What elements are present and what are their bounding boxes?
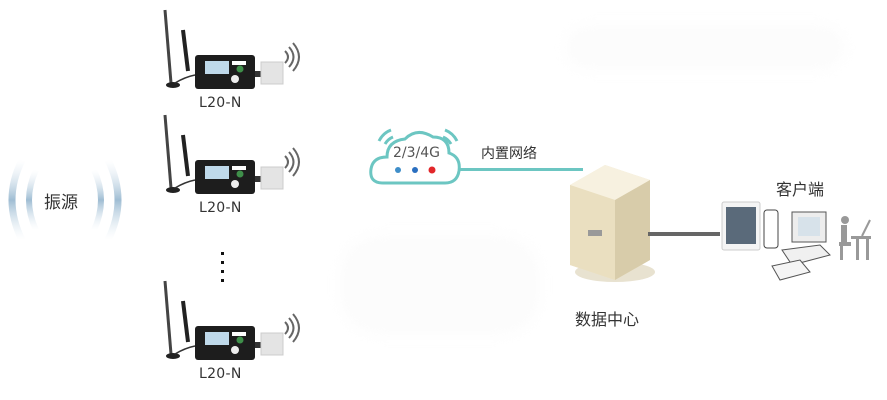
phone-icon: [763, 209, 779, 249]
data-logger-icon: [163, 280, 300, 360]
vibration-source-label: 振源: [44, 193, 78, 213]
china-mobile-logo: [395, 167, 401, 173]
vibration-source: 振源: [0, 150, 130, 250]
desktop-computer-icon: [771, 211, 831, 281]
user-at-desk-icon: [839, 216, 871, 260]
device-model-label: L20-N: [199, 95, 242, 111]
network-link-line: [458, 168, 583, 171]
data-center-label: 数据中心: [575, 310, 640, 329]
background-shape: [565, 25, 845, 70]
device-l20n: L20-N: [155, 110, 305, 220]
client-devices: [720, 200, 887, 285]
more-devices-ellipsis: [221, 252, 225, 288]
server-icon: [570, 165, 655, 282]
data-logger-icon: [163, 9, 300, 89]
tablet-icon: [721, 201, 761, 251]
device-model-label: L20-N: [199, 200, 242, 216]
device-l20n: L20-N: [155, 5, 305, 115]
background-shape: [340, 235, 540, 335]
china-telecom-logo: [412, 167, 418, 173]
data-logger-icon: [163, 114, 300, 194]
china-unicom-logo: [428, 166, 436, 174]
cloud-network-label: 2/3/4G: [393, 145, 441, 161]
vibration-waves-icon: [8, 158, 122, 242]
cellular-cloud: 2/3/4G: [365, 115, 465, 190]
data-center-server: [560, 160, 660, 285]
device-l20n: L20-N: [155, 276, 305, 386]
client-label: 客户端: [776, 180, 825, 199]
network-link-label: 内置网络: [481, 146, 537, 162]
device-model-label: L20-N: [199, 366, 242, 382]
client-link-line: [648, 232, 720, 236]
